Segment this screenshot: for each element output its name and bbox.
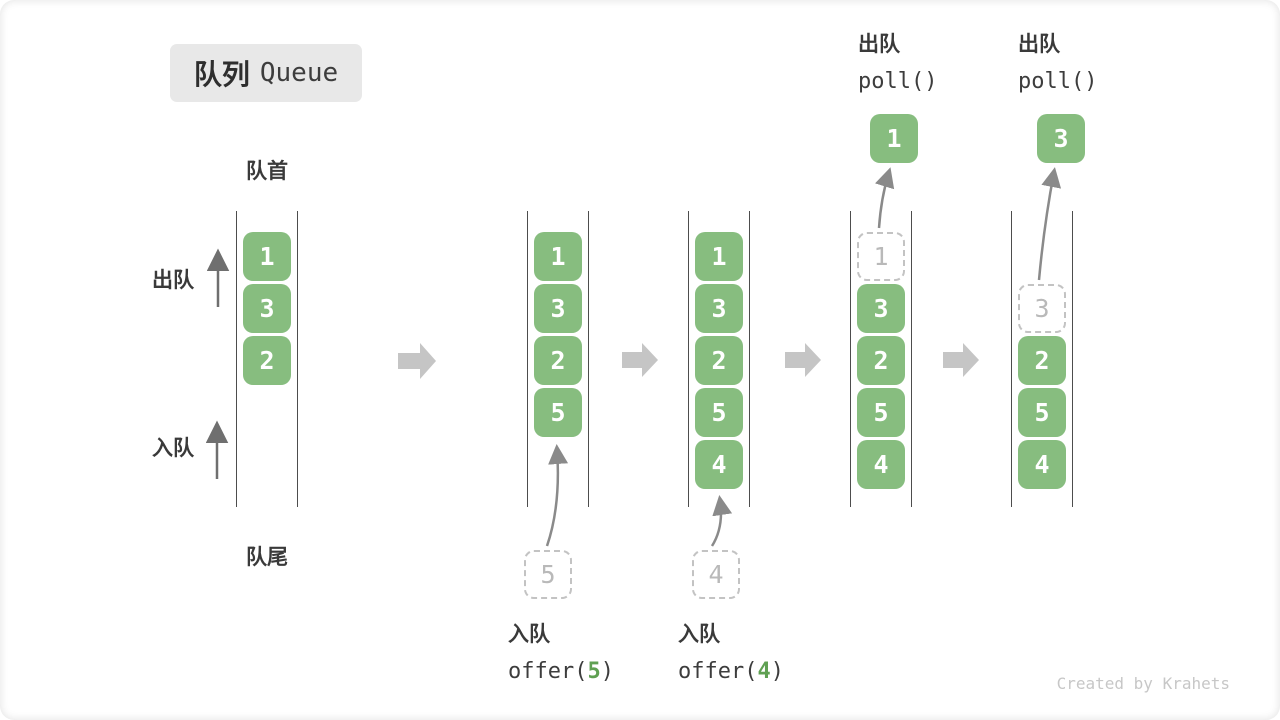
queue-block: 3 — [534, 284, 582, 333]
dequeue-side-label: 出队 — [152, 269, 194, 292]
queue-block: 3 — [695, 284, 743, 333]
popped-element-box: 3 — [1037, 114, 1085, 163]
incoming-element-box: 5 — [524, 550, 572, 599]
enqueue-action-label: 入队 — [678, 623, 720, 646]
removed-block-ghost: 1 — [857, 232, 905, 281]
dequeue-action-label: 出队 — [1018, 33, 1060, 56]
popped-element-box: 1 — [870, 114, 918, 163]
queue-block: 4 — [1018, 440, 1066, 489]
queue-block: 5 — [1018, 388, 1066, 437]
watermark: Created by Krahets — [1056, 674, 1230, 693]
queue-channel-state-1: 1 3 2 — [236, 211, 298, 507]
dequeue-annotation-poll-2: 出队 poll() — [1018, 28, 1097, 94]
enqueue-annotation-offer4: 入队 offer(4) — [678, 618, 784, 684]
queue-channel-state-2: 1 3 2 5 — [527, 211, 589, 507]
queue-block: 4 — [857, 440, 905, 489]
queue-block: 1 — [695, 232, 743, 281]
queue-channel-state-4: 1 3 2 5 4 — [850, 211, 912, 507]
flow-arrow-icon — [622, 343, 658, 377]
queue-block: 1 — [534, 232, 582, 281]
flow-arrow-icon — [943, 343, 979, 377]
removed-block-ghost: 3 — [1018, 284, 1066, 333]
poll-call-label: poll() — [1018, 69, 1098, 94]
title-chinese: 队列 — [193, 59, 250, 90]
dequeue-action-label: 出队 — [858, 33, 900, 56]
incoming-element-box: 4 — [692, 550, 740, 599]
queue-block: 5 — [534, 388, 582, 437]
flow-arrow-icon — [398, 343, 436, 379]
queue-block: 1 — [243, 232, 291, 281]
enqueue-annotation-offer5: 入队 offer(5) — [508, 618, 614, 684]
poll-call-label: poll() — [858, 69, 938, 94]
queue-block: 5 — [857, 388, 905, 437]
offer4-call-label: offer(4) — [678, 659, 784, 684]
queue-rear-label: 队尾 — [246, 546, 288, 569]
flow-arrow-icon — [785, 343, 821, 377]
enqueue-action-label: 入队 — [508, 623, 550, 646]
queue-block: 4 — [695, 440, 743, 489]
offer5-call-label: offer(5) — [508, 659, 614, 684]
queue-block: 3 — [243, 284, 291, 333]
queue-block: 2 — [1018, 336, 1066, 385]
title-english: Queue — [259, 58, 339, 88]
queue-block: 5 — [695, 388, 743, 437]
queue-front-label: 队首 — [246, 160, 288, 183]
queue-block: 2 — [243, 336, 291, 385]
queue-block: 2 — [695, 336, 743, 385]
queue-channel-state-3: 1 3 2 5 4 — [688, 211, 750, 507]
dequeue-annotation-poll-1: 出队 poll() — [858, 28, 937, 94]
title-box: 队列 Queue — [170, 44, 362, 102]
queue-channel-state-5: 3 2 5 4 — [1011, 211, 1073, 507]
queue-block: 3 — [857, 284, 905, 333]
queue-block: 2 — [857, 336, 905, 385]
enqueue-side-label: 入队 — [152, 437, 194, 460]
queue-block: 2 — [534, 336, 582, 385]
